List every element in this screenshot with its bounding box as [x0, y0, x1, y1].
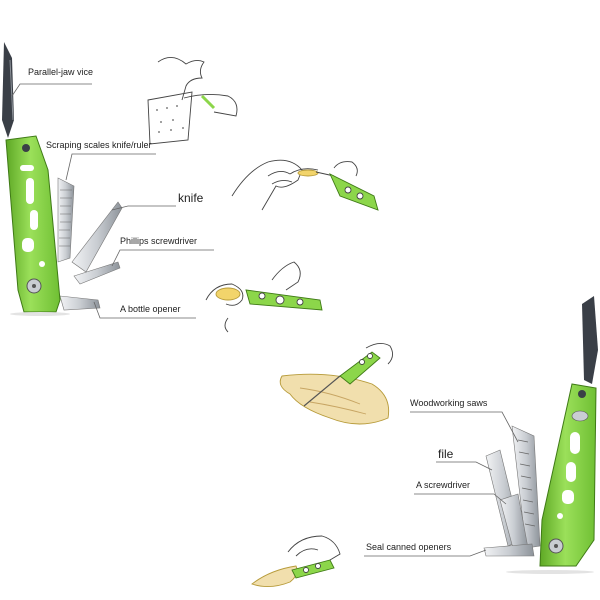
sketch-knife-use	[231, 159, 379, 211]
leader-file	[436, 461, 493, 471]
leader-parallel-jaw-vice	[11, 83, 92, 97]
sketch-saw-use	[279, 343, 393, 425]
leader-lines	[11, 83, 519, 557]
sketch-can-opener-use	[251, 535, 341, 587]
multitool-top-left	[2, 42, 123, 316]
label-screwdriver: A screwdriver	[416, 480, 471, 490]
label-file: file	[438, 447, 454, 461]
sketch-bottle-opener-use	[205, 261, 323, 333]
scaling-knife-tool	[57, 177, 75, 263]
label-wood-saws: Woodworking saws	[410, 398, 488, 408]
knife-blade-tool	[71, 201, 123, 273]
plier-jaw	[2, 42, 14, 138]
phillips-tool	[73, 261, 121, 285]
leader-can-opener	[364, 549, 487, 557]
sketch-fish-scaling	[147, 57, 238, 145]
leader-phillips	[111, 249, 214, 267]
leader-bottle-opener	[93, 301, 196, 319]
label-knife: knife	[178, 191, 204, 205]
bottle-opener-tool	[59, 295, 101, 311]
leader-screwdriver	[414, 493, 507, 505]
label-scaling-knife: Scraping scales knife/ruler	[46, 140, 152, 150]
can-opener-tool	[483, 543, 535, 557]
saw-blade-tool	[511, 425, 541, 549]
label-can-opener: Seal canned openers	[366, 542, 452, 552]
label-bottle-opener: A bottle opener	[120, 304, 181, 314]
label-parallel-jaw-vice: Parallel-jaw vice	[28, 67, 94, 77]
leader-wood-saws	[410, 411, 519, 443]
leader-scaling-knife	[65, 153, 156, 181]
label-phillips: Phillips screwdriver	[120, 236, 198, 246]
leader-knife	[111, 205, 176, 211]
plier-jaw-right	[582, 296, 598, 384]
multitool-bottom-right	[483, 296, 598, 574]
